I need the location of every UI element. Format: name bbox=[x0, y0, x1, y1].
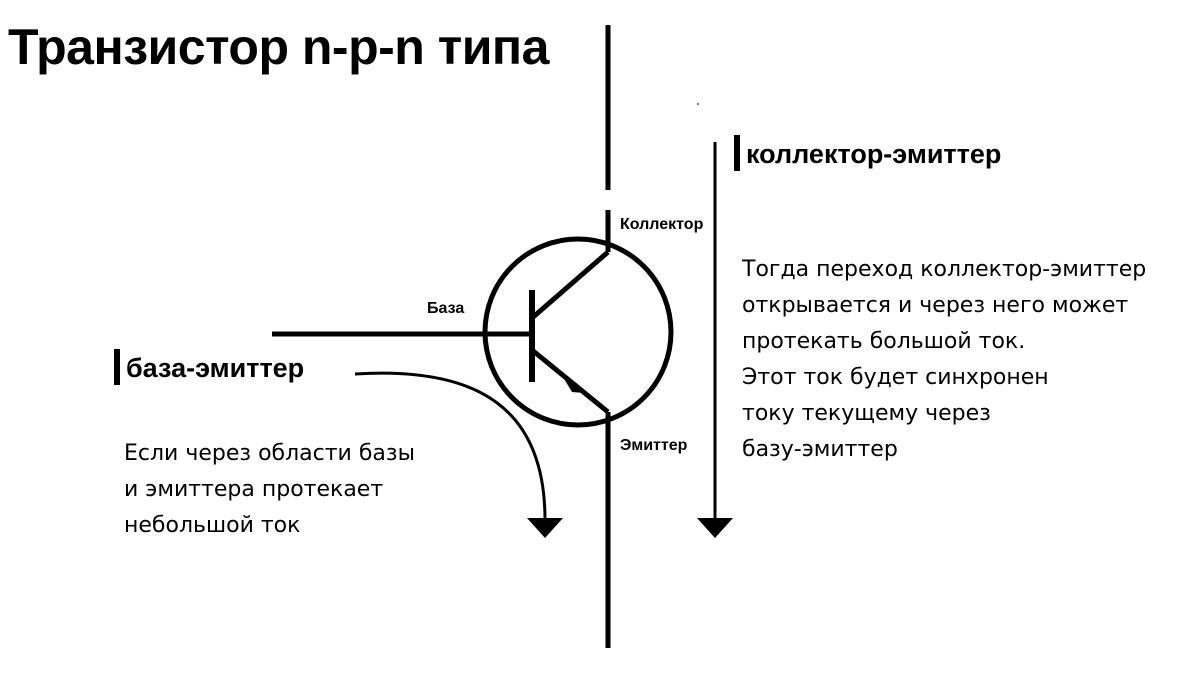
description-line: открывается и через него может bbox=[742, 293, 1129, 318]
description-line: Тогда переход коллектор-эмиттер bbox=[742, 257, 1147, 282]
collector-emitter-current-label: коллектор-эмиттер bbox=[734, 135, 1002, 174]
speck bbox=[697, 103, 699, 105]
current-symbol-i bbox=[734, 135, 740, 171]
collector-emitter-current-text: коллектор-эмиттер bbox=[746, 139, 1002, 170]
current-symbol-i bbox=[114, 349, 120, 385]
base-emitter-description: Если через области базы и эмиттера проте… bbox=[124, 436, 415, 544]
emitter-arrowhead bbox=[560, 372, 585, 393]
description-line: Этот ток будет синхронен bbox=[742, 365, 1049, 390]
base-emitter-current-text: база-эмиттер bbox=[126, 353, 305, 384]
description-line: базу-эмиттер bbox=[742, 437, 898, 462]
description-line: и эмиттера протекает bbox=[124, 477, 384, 502]
description-line: небольшой ток bbox=[124, 513, 301, 538]
base-emitter-current-path bbox=[354, 371, 547, 521]
base-emitter-current-arrowhead bbox=[527, 518, 563, 538]
description-line: Если через области базы bbox=[124, 441, 415, 466]
emitter-label: Эмиттер bbox=[620, 437, 688, 454]
page-title: Транзистор n-p-n типа bbox=[8, 19, 549, 75]
collector-emitter-description: Тогда переход коллектор-эмиттер открывае… bbox=[742, 252, 1146, 468]
description-line: протекать большой ток. bbox=[742, 329, 1026, 354]
collector-diagonal bbox=[530, 250, 610, 320]
collector-label: Коллектор bbox=[620, 216, 704, 233]
collector-emitter-current-arrowhead bbox=[697, 518, 733, 538]
base-label: База bbox=[427, 300, 465, 317]
base-emitter-current-label: база-эмиттер bbox=[114, 349, 305, 388]
description-line: току текущему через bbox=[742, 401, 991, 426]
